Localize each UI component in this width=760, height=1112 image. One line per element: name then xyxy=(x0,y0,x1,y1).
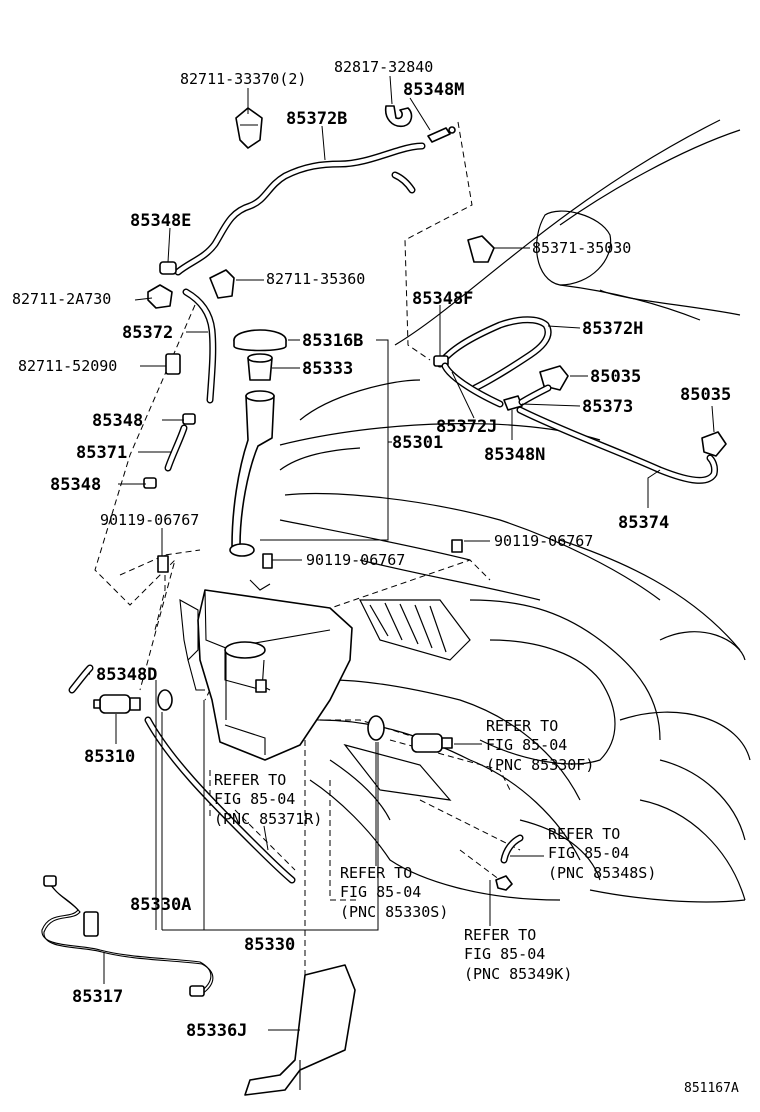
label-85035-upper[interactable]: 85035 xyxy=(590,367,641,387)
refer-85348S-line2[interactable]: FIG 85-04 xyxy=(548,844,629,862)
nozzle-85035-lower[interactable] xyxy=(701,431,727,457)
refer-85371R-line1[interactable]: REFER TO xyxy=(214,771,286,789)
label-90119-06767-a[interactable]: 90119-06767 xyxy=(100,511,199,529)
clip-82711-35360[interactable] xyxy=(209,269,235,299)
figure-id: 851167A xyxy=(684,1081,739,1096)
hose-85372H[interactable] xyxy=(436,316,552,392)
label-85035-lower[interactable]: 85035 xyxy=(680,385,731,405)
label-85372[interactable]: 85372 xyxy=(122,323,173,343)
label-85316B[interactable]: 85316B xyxy=(302,331,363,351)
refer-85371R-line3[interactable]: (PNC 85371R) xyxy=(214,810,322,828)
bolt-90119-b[interactable] xyxy=(262,553,273,569)
label-82711-2A730[interactable]: 82711-2A730 xyxy=(12,290,111,308)
pump-85330F[interactable] xyxy=(411,733,453,753)
label-85372H[interactable]: 85372H xyxy=(582,319,643,339)
refer-85349K-line2[interactable]: FIG 85-04 xyxy=(464,945,545,963)
leader-lines xyxy=(88,75,715,1031)
refer-85349K-line1[interactable]: REFER TO xyxy=(464,926,536,944)
label-85348N[interactable]: 85348N xyxy=(484,445,545,465)
label-85372J[interactable]: 85372J xyxy=(436,417,497,437)
grommet-85330S[interactable] xyxy=(367,715,385,741)
cap-85316B[interactable] xyxy=(233,329,287,352)
label-85371[interactable]: 85371 xyxy=(76,443,127,463)
label-85333[interactable]: 85333 xyxy=(302,359,353,379)
grommet-85330A[interactable] xyxy=(157,689,173,711)
hose-85372B[interactable] xyxy=(174,142,426,276)
nozzle-85371-35030[interactable] xyxy=(467,235,495,263)
label-85330[interactable]: 85330 xyxy=(244,935,295,955)
label-82817-32840[interactable]: 82817-32840 xyxy=(334,58,433,76)
pump-85310[interactable] xyxy=(93,694,141,714)
label-85372B[interactable]: 85372B xyxy=(286,109,347,129)
hose-85348D[interactable] xyxy=(68,664,94,694)
hose-85371[interactable] xyxy=(164,424,188,472)
refer-85371R-line2[interactable]: FIG 85-04 xyxy=(214,790,295,808)
label-85330A[interactable]: 85330A xyxy=(130,895,191,915)
inlet-85301[interactable] xyxy=(229,390,275,557)
label-85348M[interactable]: 85348M xyxy=(403,80,464,100)
bolt-90119-c[interactable] xyxy=(451,539,463,553)
bolt-90119-a[interactable] xyxy=(157,555,169,573)
joint-85348-upper[interactable] xyxy=(182,413,196,425)
label-90119-06767-c[interactable]: 90119-06767 xyxy=(494,532,593,550)
label-85371-35030[interactable]: 85371-35030 xyxy=(532,239,631,257)
tank-85330[interactable] xyxy=(179,579,353,761)
label-85348-upper[interactable]: 85348 xyxy=(92,411,143,431)
label-85348D[interactable]: 85348D xyxy=(96,665,157,685)
hose-85371R[interactable] xyxy=(144,716,296,884)
label-85374[interactable]: 85374 xyxy=(618,513,669,533)
joint-85348M[interactable] xyxy=(427,126,456,143)
refer-85330S-line3[interactable]: (PNC 85330S) xyxy=(340,903,448,921)
nozzle-85035-upper[interactable] xyxy=(539,365,569,391)
label-82711-33370[interactable]: 82711-33370(2) xyxy=(180,70,306,88)
part-labels: 82711-33370(2) 82817-32840 85348M 85372B… xyxy=(12,58,739,1096)
label-85336J[interactable]: 85336J xyxy=(186,1021,247,1041)
refer-85349K-line3[interactable]: (PNC 85349K) xyxy=(464,965,572,983)
label-85310[interactable]: 85310 xyxy=(84,747,135,767)
hose-85372[interactable] xyxy=(182,288,217,404)
refer-85348S-line3[interactable]: (PNC 85348S) xyxy=(548,864,656,882)
refer-85330S-line2[interactable]: FIG 85-04 xyxy=(340,883,421,901)
joint-85349K[interactable] xyxy=(495,875,513,891)
hose-85348S[interactable] xyxy=(500,834,524,864)
label-85301[interactable]: 85301 xyxy=(392,433,443,453)
label-85348F[interactable]: 85348F xyxy=(412,289,473,309)
wire-harness-85317[interactable] xyxy=(41,875,214,997)
strainer-85333[interactable] xyxy=(247,353,273,381)
vehicle-body-outline xyxy=(279,119,751,903)
label-82711-52090[interactable]: 82711-52090 xyxy=(18,357,117,375)
refer-85330S-line1[interactable]: REFER TO xyxy=(340,864,412,882)
joint-85348E[interactable] xyxy=(159,261,177,275)
label-85348E[interactable]: 85348E xyxy=(130,211,191,231)
refer-to-labels: REFER TO FIG 85-04 (PNC 85330F) REFER TO… xyxy=(214,717,656,983)
clamp-82817-32840[interactable] xyxy=(384,105,413,128)
label-85373[interactable]: 85373 xyxy=(582,397,633,417)
hose-85374[interactable] xyxy=(516,406,718,484)
label-90119-06767-b[interactable]: 90119-06767 xyxy=(306,551,405,569)
refer-85348S-line1[interactable]: REFER TO xyxy=(548,825,620,843)
label-85348-lower[interactable]: 85348 xyxy=(50,475,101,495)
refer-85330F-line3[interactable]: (PNC 85330F) xyxy=(486,756,594,774)
refer-85330F-line2[interactable]: FIG 85-04 xyxy=(486,736,567,754)
clip-82711-52090[interactable] xyxy=(165,353,181,375)
clip-82711-33370[interactable] xyxy=(235,107,263,149)
joint-85373[interactable] xyxy=(503,384,552,411)
refer-85330F-line1[interactable]: REFER TO xyxy=(486,717,558,735)
clip-82711-2A730[interactable] xyxy=(147,284,173,309)
hose-85372J[interactable] xyxy=(441,362,504,408)
joint-85348-lower[interactable] xyxy=(143,477,157,489)
label-85317[interactable]: 85317 xyxy=(72,987,123,1007)
label-82711-35360[interactable]: 82711-35360 xyxy=(266,270,365,288)
